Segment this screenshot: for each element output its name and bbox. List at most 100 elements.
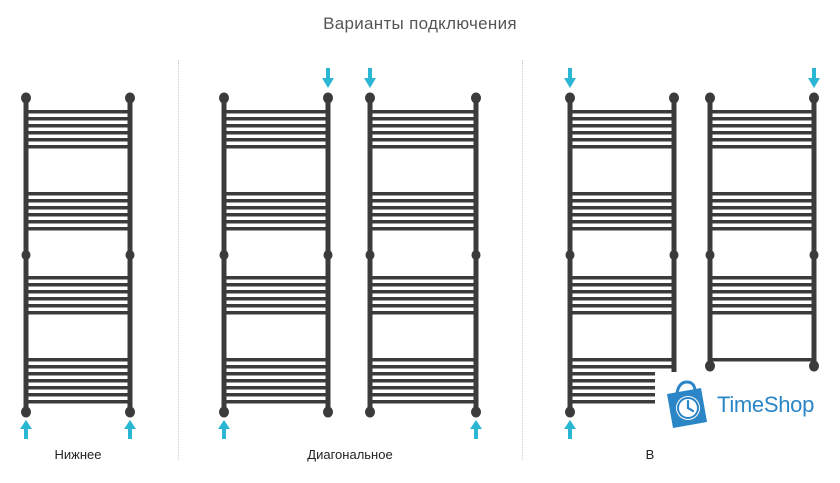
radiator-bar [26,290,130,294]
radiator-bar [710,290,814,294]
radiator-bar [26,213,130,217]
radiator-cap [471,406,481,418]
section-divider [522,60,523,460]
radiator-bar [370,393,476,397]
radiator-bar [370,358,476,362]
radiator-bar [224,276,328,280]
radiator-bar [710,304,814,308]
radiator-bar [224,124,328,128]
radiator-bar [570,386,674,390]
radiator-bar [710,131,814,135]
radiator-bar [26,145,130,149]
radiator-bar [370,400,476,404]
radiator-bar [370,110,476,114]
radiator-bar [224,145,328,149]
radiator-bar [370,145,476,149]
radiator-bar [370,199,476,203]
radiator-bar [570,304,674,308]
radiator-cap [809,92,819,104]
radiator-bar [370,213,476,217]
radiator-bar [370,276,476,280]
inlet-arrow-up-icon [20,420,32,439]
radiator-bar [26,379,130,383]
radiator-bar [26,365,130,369]
radiator-bar [26,192,130,196]
radiator-bar [370,117,476,121]
radiator-bar [224,192,328,196]
radiator-bar [224,311,328,315]
radiator-bar [370,138,476,142]
radiator-bar [370,283,476,287]
radiator-mount [471,250,481,260]
caption-bottom-connection: Нижнее [54,447,102,462]
radiator-bar [370,220,476,224]
timeshop-logo: TimeShop [655,372,840,442]
radiator-cap [21,406,31,418]
radiator-bar [224,393,328,397]
caption-diagonal-connection: Диагональное [307,447,393,462]
radiator-bar [710,283,814,287]
radiator-bar [26,400,130,404]
radiator-cap [323,406,333,418]
radiator-cap [809,360,819,372]
radiator-bar [26,110,130,114]
radiator-bar [710,206,814,210]
radiator-bar [370,304,476,308]
radiator-bar [370,124,476,128]
radiator-bar [570,138,674,142]
radiator-mount [125,250,135,260]
radiator-bar [570,124,674,128]
radiator-bar [26,199,130,203]
radiator-cap [21,92,31,104]
radiator-bar [570,276,674,280]
radiator-mount [365,250,375,260]
radiator-bar [370,379,476,383]
section-divider [178,60,179,460]
page-title: Варианты подключения [323,14,517,33]
radiator-bar [224,372,328,376]
radiator-cap [471,92,481,104]
radiator-cap [705,360,715,372]
radiator-mount [323,250,333,260]
inlet-arrow-down-icon [564,68,576,88]
radiator-bar [26,311,130,315]
inlet-arrow-up-icon [124,420,136,439]
radiator-bar [370,297,476,301]
radiator-bar [26,131,130,135]
radiator-cap [365,406,375,418]
radiator-mount [705,250,715,260]
radiator-bar [710,276,814,280]
radiator-bar [224,220,328,224]
radiator-bar [26,372,130,376]
inlet-arrow-up-icon [218,420,230,439]
radiator-cap [125,92,135,104]
radiator-bar [570,290,674,294]
radiator-bar [570,206,674,210]
radiator-bar [570,400,674,404]
radiator-bar [26,358,130,362]
radiator-bar [26,124,130,128]
radiator-bar [224,227,328,231]
radiator-bar [224,290,328,294]
radiator-bar [224,379,328,383]
radiator-bar [710,110,814,114]
radiator-cap [565,92,575,104]
radiator-bar [224,283,328,287]
radiator-bar [570,393,674,397]
radiator-bar [26,304,130,308]
radiator-cap [705,92,715,104]
caption-side-connection: В [645,447,655,462]
radiator-bar [570,117,674,121]
radiator-bar [370,386,476,390]
radiator-bar [570,297,674,301]
radiator-bar [710,213,814,217]
inlet-arrow-down-icon [364,68,376,88]
radiator-bar [570,199,674,203]
radiator-bar [370,227,476,231]
radiator-bar [710,138,814,142]
radiator-bar [710,124,814,128]
radiator-bar [224,199,328,203]
radiator-bar [224,131,328,135]
radiator-bar [570,379,674,383]
radiator-bar [26,393,130,397]
